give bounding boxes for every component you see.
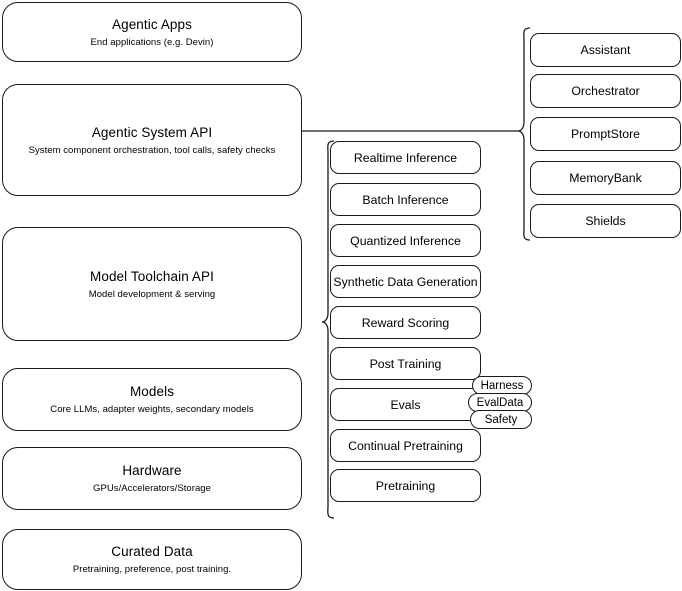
toolchain-item-synthetic-data-generation[interactable]: Synthetic Data Generation bbox=[330, 265, 481, 298]
toolchain-item-label: Reward Scoring bbox=[361, 315, 450, 330]
toolchain-item-label: Quantized Inference bbox=[350, 233, 461, 248]
toolchain-item-label: Continual Pretraining bbox=[348, 438, 463, 453]
toolchain-item-quantized-inference[interactable]: Quantized Inference bbox=[330, 224, 481, 257]
system-item-orchestrator[interactable]: Orchestrator bbox=[530, 74, 681, 108]
toolchain-item-label: Pretraining bbox=[375, 478, 436, 493]
system-item-memorybank[interactable]: MemoryBank bbox=[530, 161, 681, 195]
toolchain-item-evals[interactable]: Evals bbox=[330, 388, 481, 421]
layer-title: Agentic System API bbox=[91, 124, 213, 140]
layer-title: Model Toolchain API bbox=[90, 268, 214, 284]
toolchain-item-realtime-inference[interactable]: Realtime Inference bbox=[330, 141, 481, 174]
layer-curated-data[interactable]: Curated Data Pretraining, preference, po… bbox=[2, 529, 302, 590]
toolchain-item-pretraining[interactable]: Pretraining bbox=[330, 469, 481, 502]
layer-subtitle: End applications (e.g. Devin) bbox=[90, 36, 214, 48]
system-item-shields[interactable]: Shields bbox=[530, 204, 681, 238]
layer-title: Agentic Apps bbox=[111, 16, 192, 32]
toolchain-item-post-training[interactable]: Post Training bbox=[330, 347, 481, 380]
system-item-assistant[interactable]: Assistant bbox=[530, 33, 681, 67]
evals-badge-label: Safety bbox=[484, 413, 518, 426]
layer-subtitle: Model development & serving bbox=[88, 288, 216, 300]
system-item-label: Shields bbox=[585, 214, 626, 228]
evals-badge-label: Harness bbox=[480, 379, 524, 392]
toolchain-item-reward-scoring[interactable]: Reward Scoring bbox=[330, 306, 481, 339]
toolchain-item-continual-pretraining[interactable]: Continual Pretraining bbox=[330, 429, 481, 462]
system-item-label: Orchestrator bbox=[571, 84, 640, 98]
layer-title: Curated Data bbox=[111, 544, 193, 559]
system-item-label: MemoryBank bbox=[569, 171, 642, 185]
layer-subtitle: Core LLMs, adapter weights, secondary mo… bbox=[50, 404, 254, 415]
layer-subtitle: System component orchestration, tool cal… bbox=[28, 144, 276, 156]
system-item-promptstore[interactable]: PromptStore bbox=[530, 117, 681, 151]
toolchain-item-label: Synthetic Data Generation bbox=[333, 274, 478, 289]
layer-models[interactable]: Models Core LLMs, adapter weights, secon… bbox=[2, 368, 302, 431]
layer-subtitle: Pretraining, preference, post training. bbox=[72, 564, 232, 575]
brace-system-components bbox=[517, 27, 531, 241]
toolchain-item-label: Post Training bbox=[369, 356, 442, 371]
toolchain-item-label: Evals bbox=[390, 397, 421, 412]
layer-subtitle: GPUs/Accelerators/Storage bbox=[93, 483, 211, 494]
toolchain-item-batch-inference[interactable]: Batch Inference bbox=[330, 183, 481, 216]
layer-title: Hardware bbox=[122, 463, 182, 478]
evals-badge-label: EvalData bbox=[476, 396, 524, 409]
layer-agentic-system-api[interactable]: Agentic System API System component orch… bbox=[2, 84, 302, 196]
system-item-label: PromptStore bbox=[570, 127, 641, 141]
evals-badge-safety[interactable]: Safety bbox=[470, 410, 532, 429]
layer-hardware[interactable]: Hardware GPUs/Accelerators/Storage bbox=[2, 447, 302, 510]
layer-agentic-apps[interactable]: Agentic Apps End applications (e.g. Devi… bbox=[2, 2, 302, 62]
toolchain-item-label: Realtime Inference bbox=[353, 150, 458, 165]
layer-model-toolchain-api[interactable]: Model Toolchain API Model development & … bbox=[2, 227, 302, 341]
toolchain-item-label: Batch Inference bbox=[362, 192, 449, 207]
layer-title: Models bbox=[129, 384, 175, 399]
system-item-label: Assistant bbox=[580, 43, 631, 57]
